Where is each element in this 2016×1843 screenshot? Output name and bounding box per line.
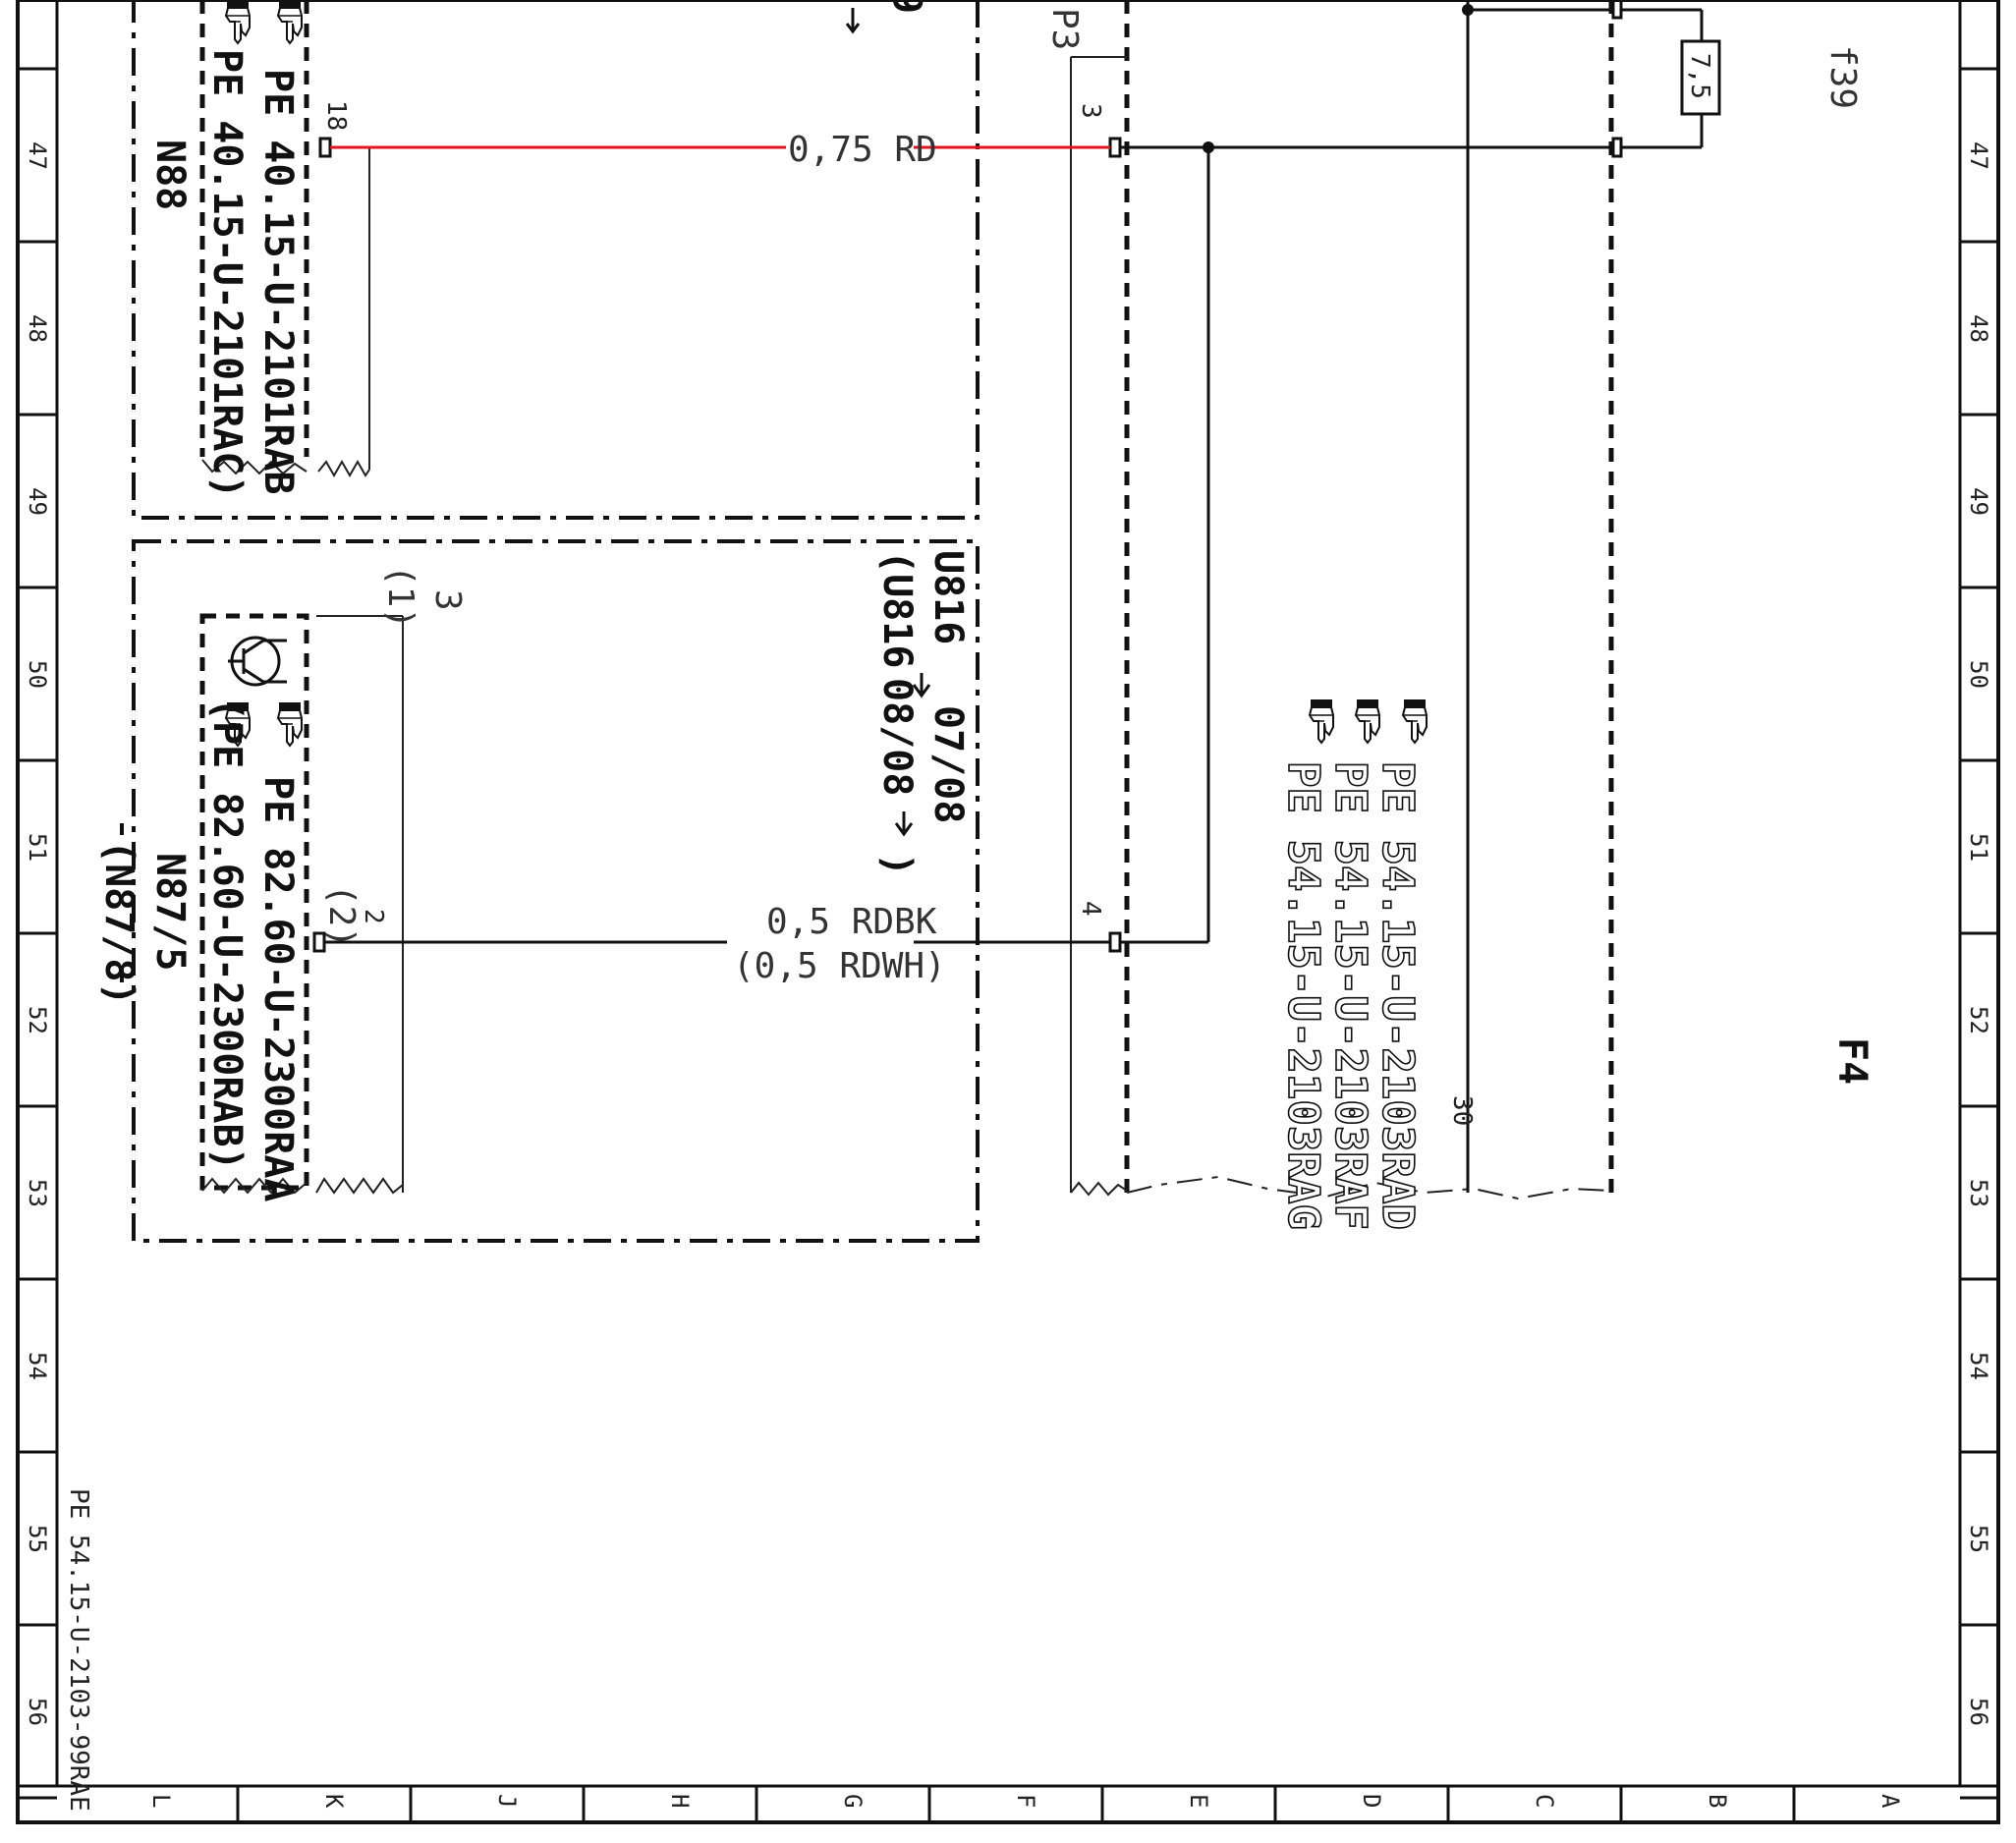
row-label: 49	[24, 487, 51, 516]
pointing-hand-icon	[1355, 698, 1380, 744]
column-label: D	[1358, 1794, 1385, 1808]
n87-pin-mid: 2	[359, 909, 388, 924]
wire-break	[315, 1177, 404, 1195]
row-label: 55	[24, 1525, 51, 1553]
wire-05-rdbk: 0,5 RDBK (0,5 RDWH)	[324, 902, 1110, 986]
row-label: 49	[1965, 487, 1992, 516]
n87-pin-top-alt: (1)	[380, 565, 420, 629]
n87-pin-top: 3	[427, 589, 468, 611]
validity-2-date: 08/08	[874, 678, 920, 796]
row-label: 50	[1965, 660, 1992, 689]
n87-pin-mid-alt: (2)	[321, 884, 362, 948]
row-label: 56	[1965, 1698, 1992, 1726]
p3-label: P3	[1044, 8, 1085, 50]
wire-05-rdwh-label: (0,5 RDWH)	[733, 946, 946, 986]
row-label: 51	[1965, 833, 1992, 862]
row-label: 56	[24, 1698, 51, 1726]
column-label: L	[147, 1794, 175, 1808]
row-label: 48	[1965, 314, 1992, 343]
column-label: B	[1704, 1794, 1731, 1808]
validity-1-date: 07/08	[925, 705, 971, 823]
connector-break	[1126, 1175, 1612, 1201]
wire-075-rd: 0,75 RD	[330, 130, 1110, 170]
pointing-hand-icon	[1402, 698, 1428, 744]
row-label: 54	[24, 1352, 51, 1380]
column-label: K	[320, 1794, 348, 1809]
row-label: 48	[24, 314, 51, 343]
row-label: 54	[1965, 1352, 1992, 1380]
n88-ref-1: PE 40.15-U-2101RAB	[255, 69, 301, 494]
row-label: 47	[1965, 141, 1992, 170]
validity-1: U816	[925, 550, 971, 644]
wire-075-rd-label: 0,75 RD	[788, 130, 937, 170]
n87-id-alt: (N87/8)	[96, 840, 141, 1006]
row-label: 53	[1965, 1179, 1992, 1207]
row-label: 53	[24, 1179, 51, 1207]
row-label: 52	[24, 1006, 51, 1034]
n88-id: N88	[147, 140, 193, 210]
wire-05-rdbk-label: 0,5 RDBK	[766, 902, 937, 942]
column-label: E	[1185, 1794, 1212, 1808]
p3-ref-3: PE 54.15-U-2103RAG	[1278, 761, 1328, 1230]
wire-break	[317, 459, 370, 478]
row-grid-ticks	[18, 67, 1998, 1800]
svg-text:4: 4	[1076, 901, 1105, 917]
column-label: H	[666, 1794, 694, 1808]
svg-text:3: 3	[1076, 103, 1105, 119]
fuse-rating: 7,5	[1685, 53, 1714, 99]
module-n87: PE 82.60-U-2300RAA (PE 82.60-U-2300RAB) …	[96, 539, 980, 1243]
wire-break	[1070, 1181, 1128, 1197]
pointing-hand-icon	[277, 701, 303, 747]
pointing-hand-icon	[277, 0, 303, 44]
row-label: 50	[24, 660, 51, 689]
p3-ref-1: PE 54.15-U-2103RAD	[1372, 761, 1423, 1230]
pointing-hand-icon	[225, 0, 251, 44]
validity-2: (U816	[874, 550, 920, 668]
connector-break	[201, 459, 308, 475]
fuse-id: f39	[1822, 45, 1863, 109]
n87-id: N87/5	[147, 853, 193, 971]
row-grid-labels: 47 47 48 48 49 49 50 50 51 51 52 52 53 53 54 54 55 55 56 56	[24, 141, 1992, 1726]
svg-text:18: 18	[321, 100, 351, 131]
fuse-block-id: F4	[1829, 1037, 1875, 1085]
arrow-down-icon	[894, 811, 914, 837]
document-reference: PE 54.15-U-2103-99RAE	[64, 1488, 93, 1812]
row-label: 51	[24, 833, 51, 862]
column-label: F	[1012, 1794, 1039, 1808]
row-label: 55	[1965, 1525, 1992, 1553]
arrow-down-icon	[912, 673, 931, 698]
connector-p3: P3 3 4 30 7,5 f39 F4 PE 54	[1044, 0, 1875, 1231]
validity-note: U816 07/08 (U816 08/08 )	[874, 550, 971, 876]
column-label: C	[1531, 1794, 1558, 1808]
column-label: G	[839, 1794, 867, 1808]
column-grid-ticks	[236, 1786, 1796, 1822]
row-label: 47	[24, 141, 51, 170]
column-label: J	[493, 1794, 521, 1808]
n88-top-fragment: 9	[884, 0, 929, 14]
fuse-f39: 7,5	[1611, 0, 1721, 158]
module-n88: 18 PE 40.15-U-2101RAB PE 40.15-U-2101RAC…	[132, 0, 980, 520]
connector-break	[201, 1177, 308, 1195]
n87-ref-2: (PE 82.60-U-2300RAB)	[204, 698, 250, 1171]
n88-ref-2: PE 40.15-U-2101RAC)	[204, 49, 250, 499]
row-label: 52	[1965, 1006, 1992, 1034]
pointing-hand-icon	[1309, 698, 1334, 744]
validity-close: )	[874, 853, 920, 876]
transistor-icon	[228, 636, 287, 687]
n87-ref-1: PE 82.60-U-2300RAA	[255, 776, 301, 1201]
circuit-30-label: 30	[1447, 1095, 1477, 1126]
column-label: A	[1876, 1794, 1904, 1809]
p3-ref-2: PE 54.15-U-2103RAF	[1325, 761, 1375, 1230]
sheet-frame	[16, 0, 2000, 1824]
